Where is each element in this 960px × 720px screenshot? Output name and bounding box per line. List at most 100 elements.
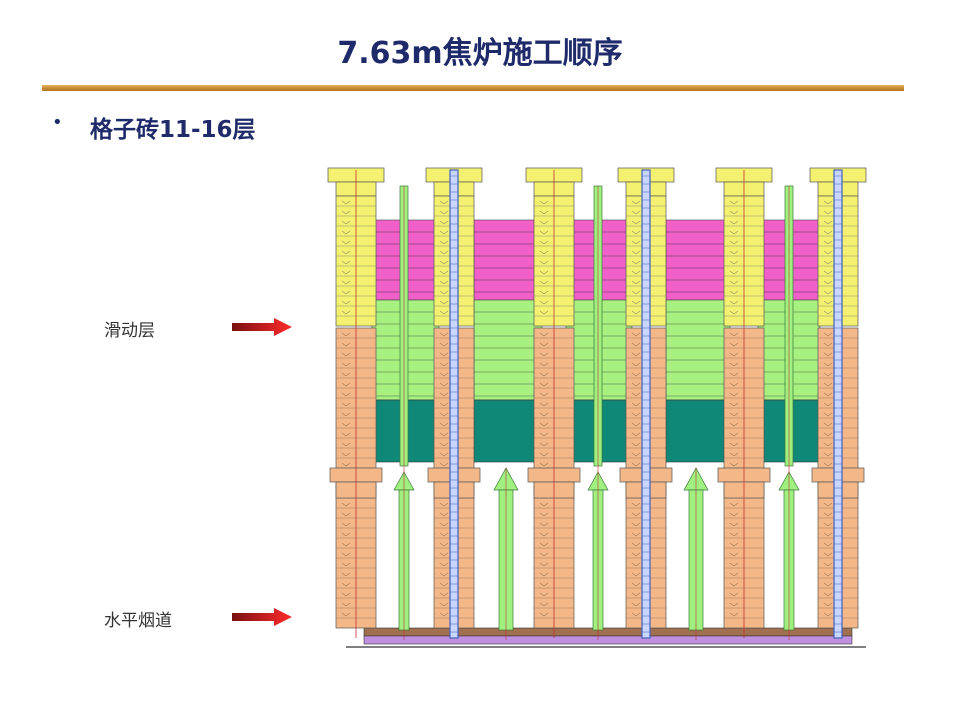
brick-notch: [439, 612, 449, 617]
brick-notch: [439, 200, 449, 205]
brick-notch: [539, 280, 549, 285]
brick-notch: [631, 582, 641, 587]
brick-notch: [439, 392, 449, 397]
brick-notch: [729, 412, 739, 417]
brick-notch: [341, 512, 351, 517]
brick-notch: [439, 552, 449, 557]
brick-notch: [439, 332, 449, 337]
brick-notch: [539, 240, 549, 245]
brick-notch: [539, 522, 549, 527]
sliding-layer-label: 滑动层: [104, 321, 155, 341]
brick-notch: [631, 522, 641, 527]
brick-notch: [539, 270, 549, 275]
brick-notch: [439, 310, 449, 315]
brick-notch: [539, 260, 549, 265]
brick-notch: [631, 220, 641, 225]
brick-notch: [729, 240, 739, 245]
brick-notch: [631, 280, 641, 285]
brick-notch: [823, 250, 833, 255]
brick-notch: [729, 382, 739, 387]
brick-notch: [729, 230, 739, 235]
brick-notch: [631, 310, 641, 315]
brick-notch: [631, 442, 641, 447]
brick-notch: [823, 512, 833, 517]
brick-notch: [729, 572, 739, 577]
brick-notch: [631, 260, 641, 265]
green-layer-block-1: [473, 299, 543, 401]
brick-notch: [823, 552, 833, 557]
brick-notch: [341, 552, 351, 557]
brick-notch: [631, 392, 641, 397]
brick-notch: [823, 270, 833, 275]
brick-notch: [823, 582, 833, 587]
title-divider: [42, 85, 904, 91]
brick-notch: [539, 342, 549, 347]
brick-notch: [341, 532, 351, 537]
brick-notch: [729, 362, 739, 367]
brick-notch: [439, 260, 449, 265]
brick-notch: [539, 562, 549, 567]
slide-subtitle: 格子砖11-16层: [90, 117, 256, 143]
brick-notch: [439, 280, 449, 285]
brick-notch: [631, 382, 641, 387]
base-purple-strip: [363, 635, 853, 645]
brick-notch: [439, 572, 449, 577]
brick-notch: [341, 310, 351, 315]
base-brown-strip: [363, 627, 853, 637]
brick-notch: [341, 300, 351, 305]
horizontal-flue-arrow-icon: [232, 608, 292, 626]
brick-notch: [341, 270, 351, 275]
brick-notch: [631, 462, 641, 467]
brick-notch: [439, 300, 449, 305]
brick-notch: [631, 432, 641, 437]
brick-notch: [439, 452, 449, 457]
brick-notch: [539, 210, 549, 215]
brick-notch: [729, 562, 739, 567]
brick-notch: [823, 612, 833, 617]
brick-notch: [341, 612, 351, 617]
brick-notch: [341, 542, 351, 547]
brick-notch: [729, 462, 739, 467]
brick-notch: [539, 512, 549, 517]
brick-notch: [729, 332, 739, 337]
brick-notch: [729, 582, 739, 587]
brick-notch: [539, 200, 549, 205]
brick-notch: [729, 602, 739, 607]
brick-notch: [539, 612, 549, 617]
brick-notch: [729, 542, 739, 547]
brick-notch: [539, 230, 549, 235]
brick-notch: [823, 300, 833, 305]
brick-notch: [439, 230, 449, 235]
brick-notch: [439, 432, 449, 437]
brick-notch: [341, 412, 351, 417]
brick-notch: [439, 402, 449, 407]
brick-notch: [631, 352, 641, 357]
brick-notch: [631, 412, 641, 417]
brick-notch: [341, 582, 351, 587]
brick-notch: [823, 332, 833, 337]
brick-notch: [823, 592, 833, 597]
brick-notch: [631, 290, 641, 295]
brick-notch: [823, 402, 833, 407]
brick-notch: [631, 240, 641, 245]
brick-notch: [439, 220, 449, 225]
brick-notch: [631, 342, 641, 347]
brick-notch: [341, 502, 351, 507]
coke-oven-section-diagram: [327, 167, 867, 648]
brick-notch: [439, 250, 449, 255]
brick-notch: [539, 372, 549, 377]
brick-notch: [823, 532, 833, 537]
brick-notch: [631, 512, 641, 517]
brick-notch: [539, 532, 549, 537]
brick-notch: [341, 230, 351, 235]
brick-notch: [439, 270, 449, 275]
vertical-channel-1: [449, 169, 459, 639]
brick-notch: [729, 310, 739, 315]
brick-notch: [631, 602, 641, 607]
brick-notch: [729, 512, 739, 517]
brick-notch: [729, 220, 739, 225]
brick-notch: [341, 522, 351, 527]
brick-notch: [823, 462, 833, 467]
brick-notch: [729, 402, 739, 407]
brick-notch: [341, 240, 351, 245]
